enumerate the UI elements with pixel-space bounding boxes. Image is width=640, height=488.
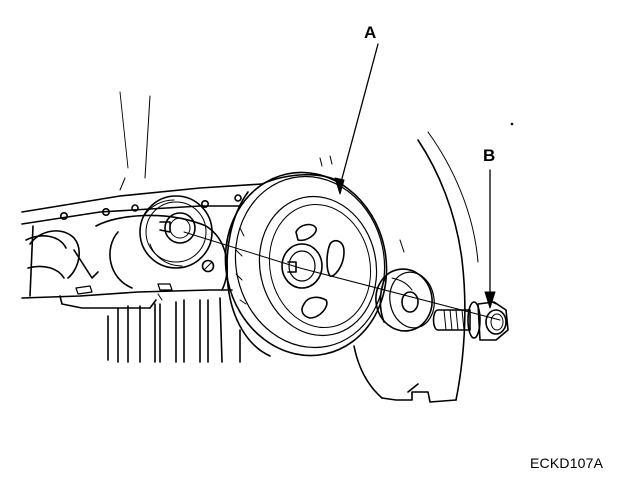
- center-axis-line: [183, 231, 501, 321]
- washer-icon: [375, 268, 435, 332]
- leader-arrow-b: [484, 169, 496, 309]
- bolt-icon: [432, 301, 509, 341]
- callout-label-b: B: [483, 146, 496, 165]
- figure-code: ECKD107A: [530, 455, 604, 471]
- crankshaft-pulley-icon: [224, 155, 388, 357]
- engine-block-icon: [21, 91, 263, 363]
- body-panel-icon: [353, 122, 514, 403]
- leader-arrow-a: [334, 43, 379, 195]
- callout-label-a: A: [364, 23, 377, 42]
